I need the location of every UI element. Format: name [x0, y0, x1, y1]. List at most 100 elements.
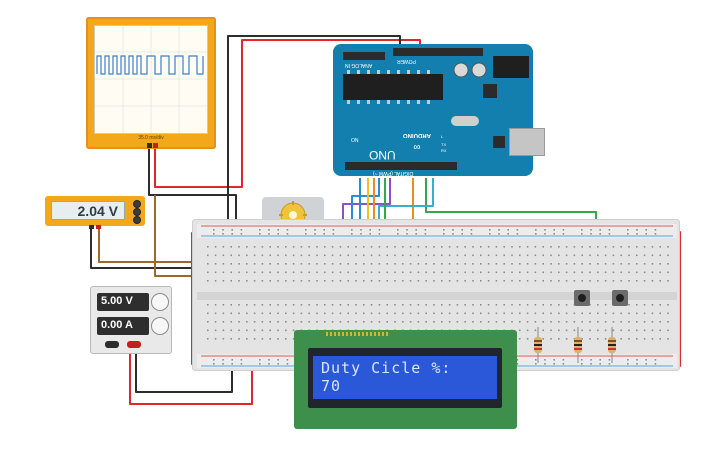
- breadboard-hole[interactable]: [589, 329, 591, 332]
- breadboard-hole[interactable]: [386, 271, 388, 274]
- breadboard-hole[interactable]: [553, 359, 555, 361]
- breadboard-hole[interactable]: [597, 329, 599, 332]
- breadboard-hole[interactable]: [608, 233, 611, 235]
- breadboard-hole[interactable]: [261, 254, 264, 257]
- breadboard-hole[interactable]: [565, 271, 568, 274]
- breadboard-hole[interactable]: [654, 229, 657, 231]
- breadboard-hole[interactable]: [628, 321, 630, 323]
- breadboard-hole[interactable]: [214, 263, 217, 265]
- breadboard-hole[interactable]: [550, 321, 552, 323]
- breadboard-hole[interactable]: [253, 271, 256, 274]
- breadboard-hole[interactable]: [261, 246, 264, 248]
- breadboard-hole[interactable]: [417, 254, 420, 257]
- pushbutton-1[interactable]: [574, 290, 590, 306]
- breadboard-hole[interactable]: [519, 246, 521, 248]
- breadboard-hole[interactable]: [308, 271, 310, 274]
- breadboard-hole[interactable]: [207, 280, 209, 282]
- breadboard-hole[interactable]: [507, 229, 509, 231]
- breadboard-hole[interactable]: [314, 233, 316, 235]
- breadboard-hole[interactable]: [495, 321, 498, 323]
- breadboard-hole[interactable]: [534, 321, 537, 323]
- breadboard-hole[interactable]: [643, 271, 646, 274]
- breadboard-hole[interactable]: [347, 304, 349, 306]
- breadboard-hole[interactable]: [535, 359, 537, 361]
- breadboard-hole[interactable]: [231, 359, 233, 361]
- breadboard-hole[interactable]: [542, 280, 544, 282]
- breadboard-hole[interactable]: [581, 338, 583, 340]
- breadboard-hole[interactable]: [253, 304, 256, 306]
- breadboard-hole[interactable]: [230, 271, 232, 274]
- breadboard-hole[interactable]: [503, 304, 505, 306]
- breadboard-hole[interactable]: [347, 321, 349, 323]
- breadboard-hole[interactable]: [573, 312, 576, 315]
- breadboard-hole[interactable]: [394, 304, 396, 306]
- breadboard-hole[interactable]: [300, 271, 303, 274]
- breadboard-hole[interactable]: [599, 359, 601, 361]
- breadboard-hole[interactable]: [636, 271, 638, 274]
- breadboard-hole[interactable]: [597, 321, 599, 323]
- breadboard-hole[interactable]: [402, 304, 404, 306]
- breadboard-hole[interactable]: [394, 246, 396, 248]
- breadboard-hole[interactable]: [612, 280, 615, 282]
- breadboard-hole[interactable]: [222, 246, 225, 248]
- breadboard-hole[interactable]: [277, 321, 279, 323]
- breadboard-hole[interactable]: [409, 246, 412, 248]
- breadboard-hole[interactable]: [589, 312, 591, 315]
- breadboard-hole[interactable]: [378, 321, 381, 323]
- breadboard-hole[interactable]: [636, 329, 638, 332]
- breadboard-hole[interactable]: [394, 312, 396, 315]
- breadboard-hole[interactable]: [268, 359, 270, 361]
- breadboard-hole[interactable]: [667, 280, 669, 282]
- breadboard-hole[interactable]: [207, 338, 209, 340]
- breadboard-hole[interactable]: [238, 254, 240, 257]
- arduino-uno-board[interactable]: ∞ ARDUINO UNO DIGITAL (PWM ~) ANALOG IN …: [333, 44, 545, 176]
- breadboard-hole[interactable]: [424, 229, 427, 231]
- breadboard-hole[interactable]: [461, 229, 463, 231]
- breadboard-hole[interactable]: [472, 304, 474, 306]
- breadboard-hole[interactable]: [397, 229, 399, 231]
- breadboard-hole[interactable]: [550, 304, 552, 306]
- breadboard-hole[interactable]: [355, 254, 357, 257]
- breadboard-hole[interactable]: [573, 280, 576, 282]
- breadboard-hole[interactable]: [452, 233, 454, 235]
- breadboard-hole[interactable]: [378, 271, 381, 274]
- breadboard-hole[interactable]: [409, 254, 412, 257]
- breadboard-hole[interactable]: [425, 246, 427, 248]
- breadboard-hole[interactable]: [498, 233, 500, 235]
- breadboard-hole[interactable]: [495, 263, 498, 265]
- breadboard-hole[interactable]: [425, 280, 427, 282]
- breadboard-hole[interactable]: [230, 338, 232, 340]
- breadboard-hole[interactable]: [316, 254, 318, 257]
- breadboard-hole[interactable]: [620, 271, 622, 274]
- breadboard-hole[interactable]: [511, 280, 513, 282]
- breadboard-hole[interactable]: [363, 271, 365, 274]
- breadboard-hole[interactable]: [589, 280, 591, 282]
- breadboard-hole[interactable]: [441, 280, 443, 282]
- breadboard-hole[interactable]: [581, 229, 583, 231]
- breadboard-hole[interactable]: [534, 329, 537, 332]
- breadboard-hole[interactable]: [636, 363, 638, 365]
- breadboard-hole[interactable]: [472, 280, 474, 282]
- breadboard-hole[interactable]: [550, 254, 552, 257]
- breadboard-hole[interactable]: [285, 280, 287, 282]
- breadboard-hole[interactable]: [667, 271, 669, 274]
- breadboard-hole[interactable]: [470, 229, 473, 231]
- breadboard-hole[interactable]: [214, 312, 217, 315]
- breadboard-hole[interactable]: [487, 312, 490, 315]
- breadboard-hole[interactable]: [558, 312, 560, 315]
- breadboard-hole[interactable]: [261, 312, 264, 315]
- breadboard-hole[interactable]: [207, 246, 209, 248]
- breadboard-hole[interactable]: [339, 271, 342, 274]
- breadboard-hole[interactable]: [651, 329, 654, 332]
- current-knob-icon[interactable]: [151, 317, 169, 335]
- breadboard-hole[interactable]: [472, 321, 474, 323]
- wire-scope-black[interactable]: [148, 145, 237, 232]
- breadboard-hole[interactable]: [654, 363, 657, 365]
- breadboard-hole[interactable]: [612, 321, 615, 323]
- breadboard-hole[interactable]: [597, 246, 599, 248]
- breadboard-hole[interactable]: [651, 254, 654, 257]
- breadboard-hole[interactable]: [222, 329, 225, 332]
- breadboard-hole[interactable]: [651, 271, 654, 274]
- breadboard-hole[interactable]: [589, 338, 591, 340]
- breadboard-hole[interactable]: [406, 229, 408, 231]
